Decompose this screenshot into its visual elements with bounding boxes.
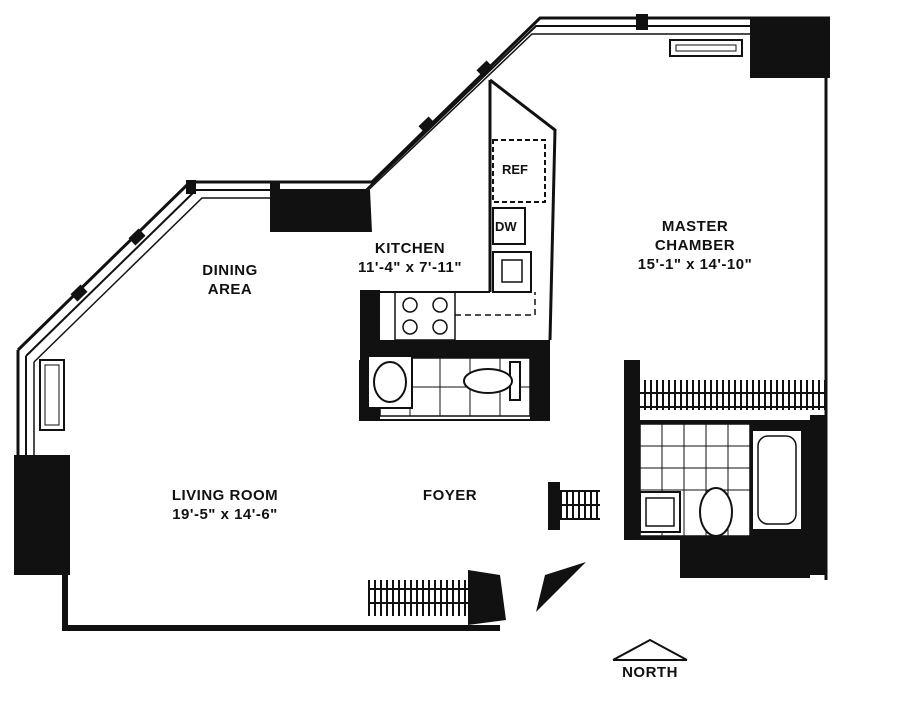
entry-door xyxy=(536,562,586,612)
dishwasher-label: DW xyxy=(495,219,517,234)
kitchen-dims: 11'-4" x 7'-11" xyxy=(358,258,462,276)
window-mullions xyxy=(39,14,648,431)
living-name: LIVING ROOM xyxy=(171,487,279,504)
north-arrow-icon xyxy=(612,638,688,661)
living-dims: 19'-5" x 14'-6" xyxy=(172,505,278,523)
master-name-line2: CHAMBER xyxy=(654,236,736,254)
kitchen-label: KITCHEN 11'-4" x 7'-11" xyxy=(320,240,500,278)
interior-walls xyxy=(62,60,828,631)
foyer-label: FOYER xyxy=(400,487,500,506)
master-window-inner xyxy=(675,44,737,52)
foyer-name: FOYER xyxy=(422,487,478,504)
closet-rails xyxy=(368,380,825,616)
dining-name-line2: AREA xyxy=(207,280,253,298)
dining-name-line1: DINING xyxy=(202,262,258,279)
north-label: NORTH xyxy=(622,664,678,681)
master-bathroom xyxy=(639,423,803,537)
master-dims: 15'-1" x 14'-10" xyxy=(637,255,753,273)
living-room-label: LIVING ROOM 19'-5" x 14'-6" xyxy=(130,487,320,525)
master-chamber-label: MASTER CHAMBER 15'-1" x 14'-10" xyxy=(595,218,795,274)
bathroom-kitchen-side xyxy=(367,355,531,417)
master-name-line1: MASTER xyxy=(661,218,729,235)
kitchen-fixtures xyxy=(394,139,546,341)
dining-area-label: DINING AREA xyxy=(175,262,285,300)
refrigerator-label: REF xyxy=(502,162,528,177)
kitchen-name: KITCHEN xyxy=(374,240,446,257)
